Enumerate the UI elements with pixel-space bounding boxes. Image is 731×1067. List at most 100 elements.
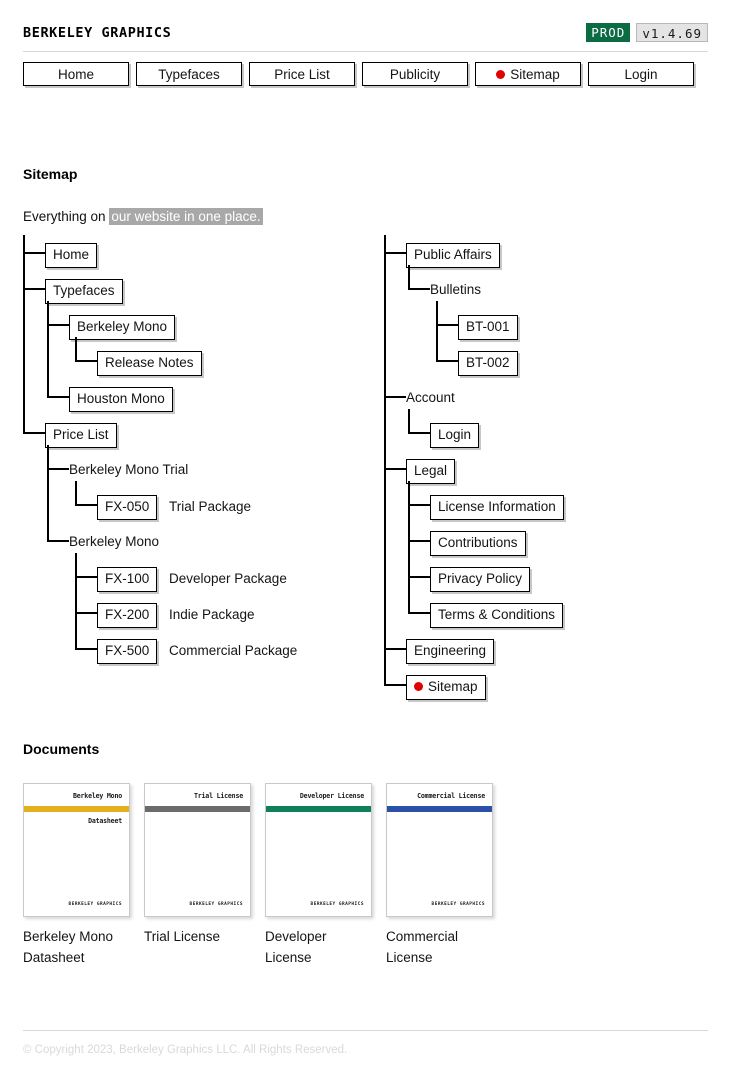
sitemap-node[interactable]: FX-500	[97, 639, 158, 664]
document-thumb-title: Commercial License	[417, 792, 485, 800]
nav-item-home[interactable]: Home	[23, 62, 129, 86]
sitemap-node-suffix: Commercial Package	[169, 643, 298, 658]
tree-connector	[384, 468, 406, 470]
sitemap-node[interactable]: Berkeley Mono	[69, 315, 176, 340]
sitemap-node[interactable]: License Information	[430, 495, 564, 520]
tree-connector	[436, 360, 458, 362]
tree-connector	[23, 288, 45, 290]
sitemap-node[interactable]: FX-050	[97, 495, 158, 520]
nav-label: Publicity	[389, 66, 441, 82]
document-thumb-title: Trial License	[193, 792, 243, 800]
document-accent-bar	[266, 806, 371, 812]
tree-connector	[47, 468, 69, 470]
lede-plain-text: Everything on	[23, 209, 106, 224]
nav-label: Typefaces	[158, 66, 220, 82]
tree-connector	[408, 504, 430, 506]
sitemap-node[interactable]: Home	[45, 243, 98, 268]
active-dot-icon	[496, 69, 506, 79]
tree-connector	[23, 432, 45, 434]
nav-item-publicity[interactable]: Publicity	[362, 62, 468, 86]
footer-copyright: © Copyright 2023, Berkeley Graphics LLC.…	[23, 1044, 348, 1056]
lede-selected-text: our website in one place.	[109, 208, 263, 225]
document-label: Developer License	[265, 929, 327, 965]
sitemap-node[interactable]: Release Notes	[97, 351, 202, 376]
sitemap-node[interactable]: Houston Mono	[69, 387, 173, 412]
sitemap-node: Berkeley Mono	[69, 534, 160, 549]
sitemap-node[interactable]: Typefaces	[45, 279, 123, 304]
sitemap-node: Account	[406, 390, 455, 405]
tree-connector	[384, 684, 406, 686]
tree-connector	[75, 612, 97, 614]
sitemap-node: Bulletins	[430, 282, 482, 297]
sitemap-node[interactable]: BT-001	[458, 315, 518, 340]
version-badge: v1.4.69	[636, 23, 708, 42]
tree-connector	[75, 360, 97, 362]
sitemap-lede: Everything on our website in one place.	[23, 208, 263, 225]
tree-connector	[384, 648, 406, 650]
active-dot-icon	[414, 682, 423, 692]
page-title: Sitemap	[23, 166, 78, 182]
sitemap-node[interactable]: Contributions	[430, 531, 526, 556]
environment-badge: PROD	[586, 23, 631, 42]
nav-item-sitemap[interactable]: Sitemap	[475, 62, 581, 86]
nav-label: Home	[57, 66, 94, 82]
sitemap-node-suffix: Developer Package	[169, 571, 287, 586]
sitemap-node[interactable]: Legal	[406, 459, 456, 484]
sitemap-node[interactable]: Privacy Policy	[430, 567, 531, 592]
tree-connector	[436, 324, 458, 326]
sitemap-node[interactable]: FX-200	[97, 603, 158, 628]
tree-connector	[408, 540, 430, 542]
footer-divider	[23, 1030, 708, 1031]
tree-connector	[23, 252, 45, 254]
document-thumb-title: Berkeley Mono	[72, 792, 122, 800]
document-label: Commercial License	[386, 929, 459, 965]
tree-trunk	[436, 301, 438, 360]
nav-label: Login	[624, 66, 658, 82]
tree-trunk	[75, 553, 77, 648]
sitemap-node[interactable]: Login	[430, 423, 480, 448]
tree-connector	[47, 396, 69, 398]
document-thumb-logo: BERKELEY GRAPHICS	[68, 902, 122, 907]
sitemap-node[interactable]: Price List	[45, 423, 117, 448]
sitemap-node[interactable]: Terms & Conditions	[430, 603, 564, 628]
header-divider	[23, 51, 708, 52]
tree-trunk	[384, 235, 386, 684]
nav-item-typefaces[interactable]: Typefaces	[136, 62, 242, 86]
document-thumb-subtitle: Datasheet	[88, 817, 122, 825]
tree-connector	[384, 252, 406, 254]
nav-label: Price List	[274, 66, 330, 82]
sitemap-node[interactable]: BT-002	[458, 351, 518, 376]
tree-connector	[408, 288, 430, 290]
document-thumb-logo: BERKELEY GRAPHICS	[431, 902, 485, 907]
document-thumb-logo: BERKELEY GRAPHICS	[310, 902, 364, 907]
sitemap-node[interactable]: Public Affairs	[406, 243, 500, 268]
tree-connector	[408, 576, 430, 578]
tree-connector	[47, 324, 69, 326]
tree-trunk	[23, 235, 25, 432]
document-label: Berkeley Mono Datasheet	[23, 929, 114, 965]
tree-trunk	[75, 481, 77, 504]
sitemap-node[interactable]: Engineering	[406, 639, 495, 664]
sitemap-node[interactable]: FX-100	[97, 567, 158, 592]
tree-connector	[408, 612, 430, 614]
documents-title: Documents	[23, 741, 100, 757]
nav-item-login[interactable]: Login	[588, 62, 694, 86]
sitemap-node-suffix: Indie Package	[169, 607, 255, 622]
sitemap-node[interactable]: Sitemap	[406, 675, 486, 700]
header-badges: PROD v1.4.69	[586, 23, 708, 42]
nav-item-price-list[interactable]: Price List	[249, 62, 355, 86]
masthead: BERKELEY GRAPHICS PROD v1.4.69	[23, 23, 708, 49]
tree-connector	[75, 648, 97, 650]
